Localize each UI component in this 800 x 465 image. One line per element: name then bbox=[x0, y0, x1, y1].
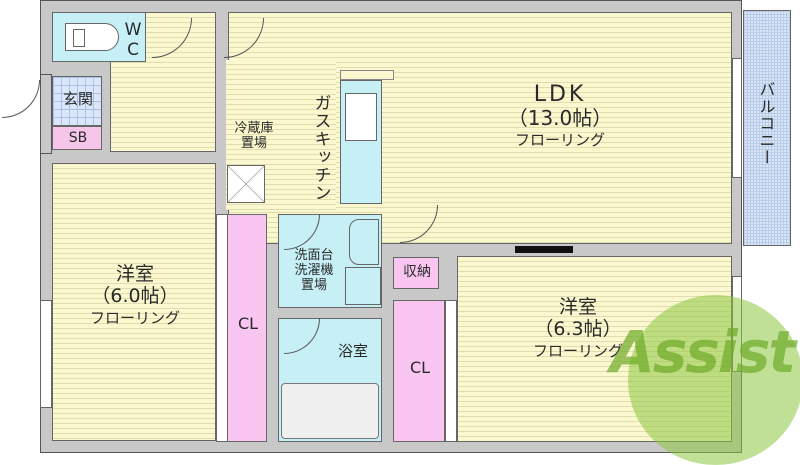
shoebox-label: SB bbox=[68, 130, 88, 146]
fridge-space-icon bbox=[227, 165, 265, 203]
wc-room: W C bbox=[52, 12, 146, 62]
window-west bbox=[40, 300, 52, 408]
washing-machine-icon bbox=[345, 267, 381, 305]
vanity-icon bbox=[349, 219, 379, 265]
washroom-label-3: 置場 bbox=[300, 277, 327, 293]
assist-watermark-circle bbox=[628, 295, 800, 465]
ldk-label: LDK （13.0帖） フローリング bbox=[460, 82, 660, 150]
western-room-1: 洋室 （6.0帖） フローリング bbox=[52, 163, 216, 441]
fridge-label: 冷蔵庫 置場 bbox=[226, 121, 282, 152]
balcony: バルコニー bbox=[743, 10, 791, 246]
closet-2-doors[interactable] bbox=[445, 300, 457, 442]
washroom-label: 洗面台 洗濯機 置場 bbox=[281, 248, 347, 294]
toilet-tank-icon bbox=[73, 29, 85, 47]
closet-2-label: CL bbox=[409, 358, 431, 377]
fridge-label-1: 冷蔵庫 bbox=[234, 121, 274, 136]
washroom-label-2: 洗濯機 bbox=[294, 262, 334, 278]
wc-label: W C bbox=[123, 20, 143, 60]
bathroom-label: 浴室 bbox=[337, 342, 368, 360]
closet-1: CL bbox=[227, 214, 267, 442]
fridge-label-2: 置場 bbox=[240, 135, 267, 151]
western-room-1-name: 洋室 bbox=[115, 263, 154, 285]
washroom: 洗面台 洗濯機 置場 bbox=[278, 214, 382, 308]
ldk-name: LDK bbox=[533, 82, 587, 107]
kitchen-counter bbox=[340, 70, 394, 80]
bathroom: 浴室 bbox=[278, 318, 382, 442]
balcony-window bbox=[732, 58, 742, 178]
wc-label-w: W bbox=[124, 20, 142, 40]
western-room-2-label: 洋室 （6.3帖） フローリング bbox=[488, 296, 668, 360]
kitchen-sink-unit bbox=[340, 80, 382, 204]
western-room-1-size: （6.0帖） bbox=[91, 284, 179, 307]
ldk-rail bbox=[515, 246, 573, 253]
storage: 収納 bbox=[393, 257, 439, 289]
balcony-label: バルコニー bbox=[756, 81, 776, 166]
storage-label: 収納 bbox=[403, 264, 431, 280]
closet-1-label: CL bbox=[237, 314, 259, 333]
kitchen-label: ガスキッチン bbox=[310, 94, 331, 202]
western-room-2-name: 洋室 bbox=[558, 296, 597, 318]
closet-2: CL bbox=[393, 300, 445, 442]
western-room-2-size: （6.3帖） bbox=[534, 317, 622, 340]
washroom-label-1: 洗面台 bbox=[294, 248, 334, 263]
assist-watermark-text: Assist bbox=[610, 318, 796, 386]
ldk-floor: フローリング bbox=[514, 131, 605, 150]
western-room-1-label: 洋室 （6.0帖） フローリング bbox=[53, 263, 217, 327]
bathtub-icon bbox=[281, 383, 379, 439]
shoebox: SB bbox=[52, 126, 102, 150]
sink-icon bbox=[345, 93, 377, 141]
western-room-1-floor: フローリング bbox=[89, 308, 180, 327]
ldk-size: （13.0帖） bbox=[507, 106, 613, 131]
western-room-2-floor: フローリング bbox=[532, 341, 623, 360]
entrance-wall bbox=[40, 74, 52, 154]
wc-label-c: C bbox=[127, 39, 139, 60]
front-door[interactable] bbox=[2, 80, 40, 118]
entrance-room: 玄関 bbox=[52, 76, 102, 126]
entrance-label: 玄関 bbox=[62, 90, 93, 108]
